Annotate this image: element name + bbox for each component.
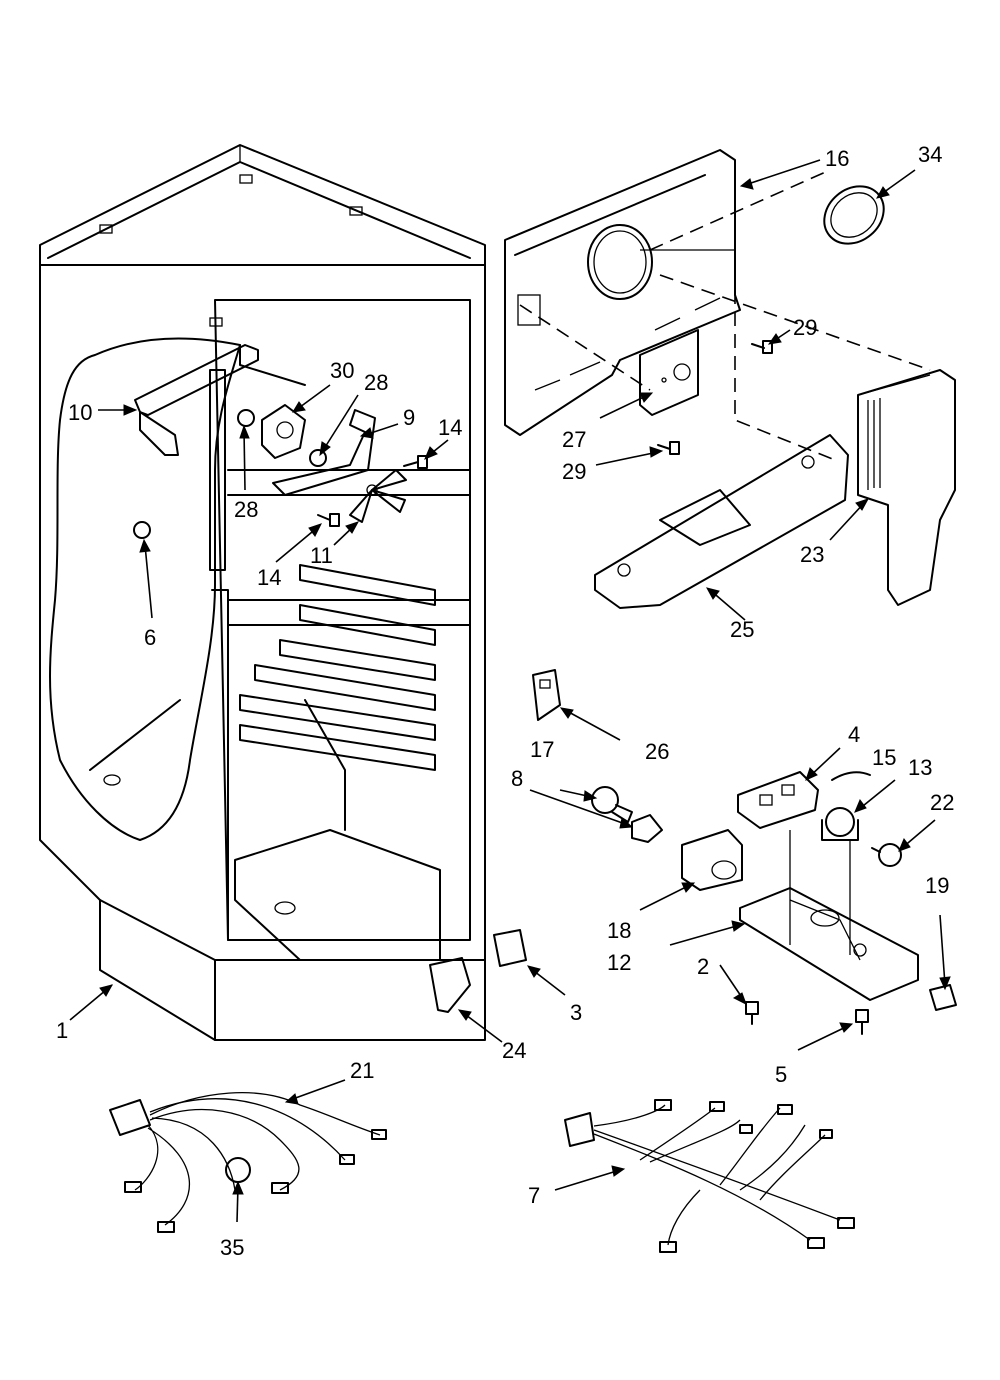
control-knob (871, 843, 902, 867)
callout-11: 11 (310, 543, 333, 568)
screw (745, 1001, 759, 1025)
callout-1: 1 (56, 1018, 68, 1043)
screw (751, 340, 773, 354)
callout-5: 5 (775, 1062, 787, 1087)
callout-12: 12 (607, 950, 631, 975)
mounting-plate (639, 329, 699, 416)
callout-6: 6 (144, 625, 156, 650)
clip (831, 771, 871, 781)
grommet (237, 409, 255, 427)
callout-8: 8 (511, 766, 523, 791)
callout-15: 15 (872, 745, 896, 770)
alignment-line (649, 169, 831, 251)
air-duct (594, 434, 849, 609)
callout-24: 24 (502, 1038, 526, 1063)
thermostat (821, 807, 859, 841)
callout-28-left: 28 (234, 497, 258, 522)
callout-3: 3 (570, 1000, 582, 1025)
callout-22: 22 (930, 790, 954, 815)
callout-18: 18 (607, 918, 631, 943)
alignment-line (659, 274, 931, 371)
screw (855, 1009, 869, 1035)
callout-7: 7 (528, 1183, 540, 1208)
callout-labels: 1 2 3 4 5 6 7 8 9 10 11 12 13 14 14 15 1… (56, 142, 954, 1260)
liner-cabinet (39, 144, 486, 1041)
callout-16: 16 (825, 146, 849, 171)
light-bulb (591, 786, 633, 823)
callout-35: 35 (220, 1235, 244, 1260)
plug (133, 521, 151, 539)
callout-34: 34 (918, 142, 942, 167)
callout-30: 30 (330, 358, 354, 383)
callout-arrows (69, 159, 951, 1223)
callout-2: 2 (697, 954, 709, 979)
callout-27: 27 (562, 427, 586, 452)
fan-bracket (134, 344, 306, 456)
callout-26: 26 (645, 739, 669, 764)
wire-harness-left (109, 1092, 387, 1233)
callout-17: 17 (530, 737, 554, 762)
light-switch (532, 669, 561, 721)
switch-housing (429, 957, 471, 1013)
grommet (309, 449, 327, 467)
callout-14-bottom: 14 (257, 565, 281, 590)
control-housing (739, 830, 919, 1001)
motor-bracket (272, 409, 376, 496)
lamp-socket (631, 814, 663, 843)
callout-13: 13 (908, 755, 932, 780)
connector-block (493, 929, 527, 967)
terminal-clip (929, 984, 957, 1011)
callout-29-bottom: 29 (562, 459, 586, 484)
alignment-line (734, 290, 836, 461)
vent-cover (857, 369, 956, 606)
callout-25: 25 (730, 617, 754, 642)
callout-14-top: 14 (438, 415, 462, 440)
wire-harness-right (564, 1099, 855, 1253)
control-board (737, 771, 819, 829)
callout-19: 19 (925, 873, 949, 898)
callout-10: 10 (68, 400, 92, 425)
screw (657, 441, 680, 455)
callout-9: 9 (403, 405, 415, 430)
callout-28-right: 28 (364, 370, 388, 395)
rear-panel (504, 149, 741, 436)
screw (403, 455, 428, 469)
light-shield (681, 829, 743, 891)
alignment-line (519, 304, 651, 391)
callout-23: 23 (800, 542, 824, 567)
callout-4: 4 (848, 722, 860, 747)
callout-29-top: 29 (793, 315, 817, 340)
callout-21: 21 (350, 1058, 374, 1083)
fan-blade (349, 469, 407, 523)
fan-motor (261, 404, 306, 459)
screw (317, 513, 340, 527)
